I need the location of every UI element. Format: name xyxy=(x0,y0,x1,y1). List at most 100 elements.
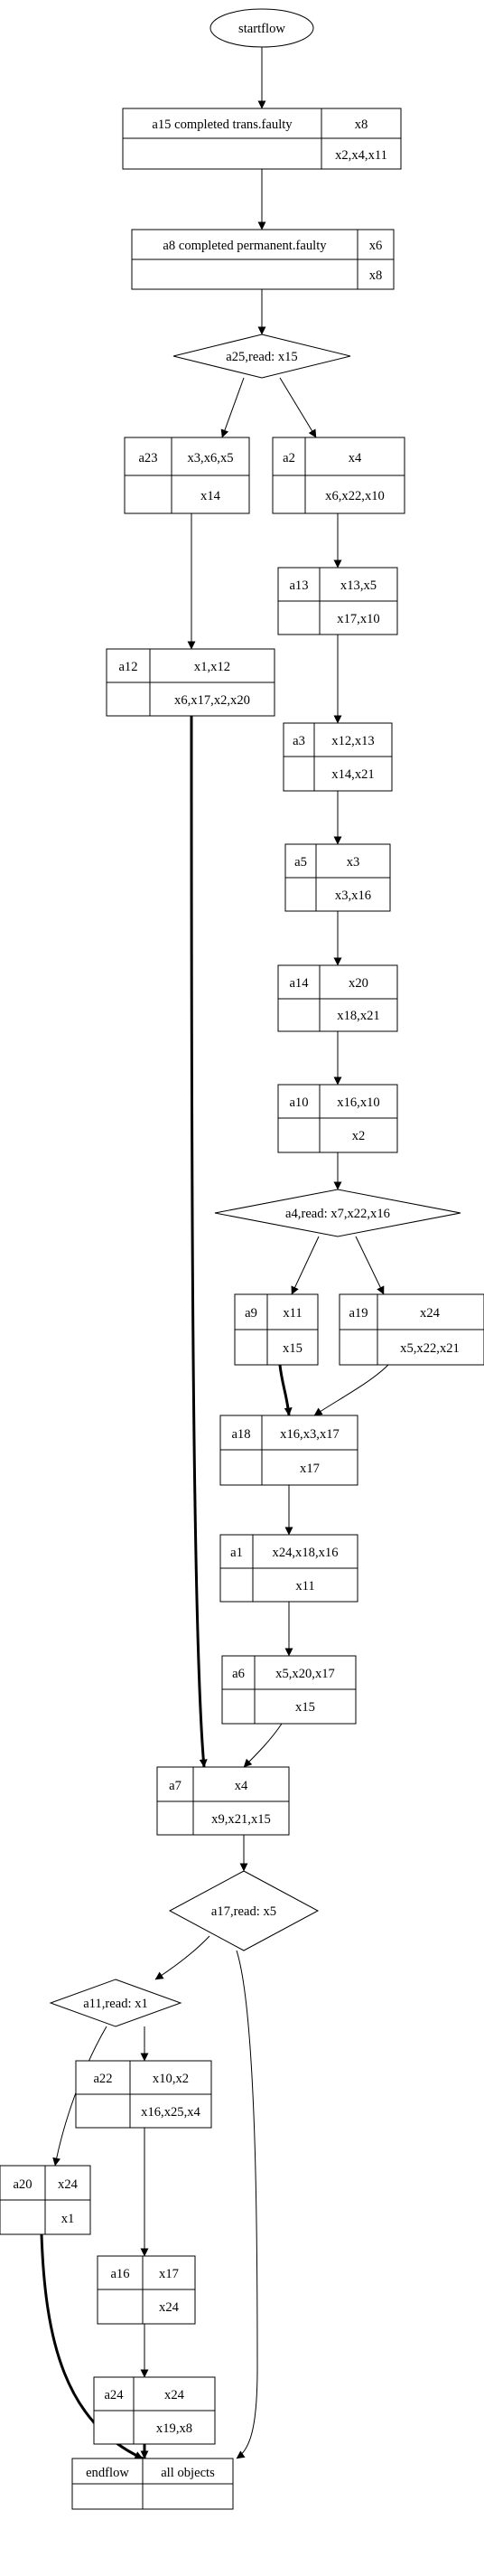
block-bottom-values: x6,x17,x2,x20 xyxy=(174,693,250,708)
block-a12: a12 x1,x12 x6,x17,x2,x20 xyxy=(106,648,275,717)
end-label-right: all objects xyxy=(161,2466,215,2480)
block-bottom-values: x8 xyxy=(369,268,383,283)
block-name: a6 xyxy=(232,1667,245,1681)
block-top-values: x3 xyxy=(347,855,360,870)
block-a16: a16 x17 x24 xyxy=(97,2255,196,2325)
block-top-values: x4 xyxy=(235,1779,248,1793)
block-bottom-values: x15 xyxy=(295,1700,315,1715)
block-top-values: x10,x2 xyxy=(153,2072,189,2086)
block-bottom-values: x24 xyxy=(159,2300,180,2315)
decision-a17: a17,read: x5 xyxy=(168,1870,320,1951)
block-top-values: x1,x12 xyxy=(194,660,230,674)
edge-a9-a18 xyxy=(278,1364,293,1416)
edge-a4-a9 xyxy=(291,1236,320,1295)
block-a6: a6 x5,x20,x17 x15 xyxy=(221,1655,357,1725)
block-name: a13 xyxy=(289,578,308,593)
block-a1: a1 x24,x18,x16 x11 xyxy=(219,1534,358,1603)
block-top-values: x20 xyxy=(349,976,368,991)
decision-label: a11,read: x1 xyxy=(83,1997,148,2011)
end-label-left: endflow xyxy=(86,2466,129,2480)
block-name: a10 xyxy=(289,1095,308,1110)
block-name: a23 xyxy=(138,451,157,465)
block-name: a2 xyxy=(283,451,295,465)
block-bottom-values: x11 xyxy=(295,1579,314,1594)
block-top-values: x4 xyxy=(349,451,362,465)
block-a15: a15 completed trans.faulty x8 x2,x4,x11 xyxy=(122,108,402,170)
block-a18: a18 x16,x3,x17 x17 xyxy=(219,1415,358,1486)
block-bottom-values: x5,x22,x21 xyxy=(400,1341,460,1356)
block-name: a18 xyxy=(231,1427,250,1442)
end-node: endflow all objects xyxy=(71,2458,234,2510)
block-a24: a24 x24 x19,x8 xyxy=(93,2376,216,2445)
block-name: a12 xyxy=(118,660,137,674)
block-name: a9 xyxy=(245,1306,257,1321)
block-bottom-values: x14,x21 xyxy=(331,767,374,782)
block-a10: a10 x16,x10 x2 xyxy=(277,1084,398,1153)
edge-a11-a20 xyxy=(52,2026,107,2167)
block-name: a7 xyxy=(169,1779,182,1793)
block-a3: a3 x12,x13 x14,x21 xyxy=(283,722,393,792)
block-a7: a7 x4 x9,x21,x15 xyxy=(156,1766,290,1836)
edge-a12-a7 xyxy=(190,715,208,1768)
edge-a17-all-objects xyxy=(236,1950,258,2459)
decision-diamond xyxy=(172,334,351,379)
block-top-values: x24 xyxy=(58,2177,79,2192)
edge-a25-a23 xyxy=(220,377,245,438)
edge-a17-a11 xyxy=(154,1935,210,1980)
block-name: a5 xyxy=(294,855,307,870)
block-a13: a13 x13,x5 x17,x10 xyxy=(277,567,398,635)
decision-label: a4,read: x7,x22,x16 xyxy=(285,1207,390,1221)
block-top-values: x24 xyxy=(164,2388,185,2402)
block-name: a19 xyxy=(349,1306,368,1321)
block-bottom-values: x17,x10 xyxy=(337,612,379,626)
block-name: a14 xyxy=(289,976,309,991)
block-top-values: x16,x3,x17 xyxy=(280,1427,340,1442)
decision-diamond xyxy=(214,1189,461,1237)
edge-a4-a19 xyxy=(355,1236,385,1295)
block-bottom-values: x9,x21,x15 xyxy=(211,1812,271,1827)
block-bottom-values: x18,x21 xyxy=(337,1009,379,1023)
start-ellipse xyxy=(209,8,314,48)
block-name: a3 xyxy=(293,734,305,748)
edge-a6-a7 xyxy=(243,1723,283,1768)
block-bottom-values: x2 xyxy=(352,1129,366,1143)
block-name: a22 xyxy=(93,2072,112,2086)
block-top-values: x17 xyxy=(159,2267,179,2281)
decision-diamond xyxy=(168,1870,320,1951)
decision-label: a25,read: x15 xyxy=(226,350,297,364)
block-top-values: x5,x20,x17 xyxy=(275,1667,335,1681)
edges xyxy=(40,47,389,2460)
block-top-values: x8 xyxy=(355,118,368,132)
start-label: startflow xyxy=(238,22,285,36)
block-bottom-values: x16,x25,x4 xyxy=(141,2105,200,2120)
block-a9: a9 x11 x15 xyxy=(234,1293,319,1366)
block-a20: a20 x24 x1 xyxy=(0,2165,91,2235)
block-name: a8 completed permanent.faulty xyxy=(163,239,327,253)
block-bottom-values: x14 xyxy=(200,489,221,503)
edge-a19-a18 xyxy=(313,1364,389,1416)
block-bottom-values: x15 xyxy=(283,1341,302,1356)
block-a8: a8 completed permanent.faulty x6 x8 xyxy=(131,229,395,290)
start-node: startflow xyxy=(209,8,314,48)
block-name: a15 completed trans.faulty xyxy=(152,118,293,132)
block-bottom-values: x3,x16 xyxy=(335,888,371,903)
block-a5: a5 x3 x3,x16 xyxy=(284,843,391,912)
block-bottom-values: x2,x4,x11 xyxy=(335,148,387,163)
decision-a4: a4,read: x7,x22,x16 xyxy=(214,1189,461,1237)
decision-a25: a25,read: x15 xyxy=(172,334,351,379)
edge-a25-a2 xyxy=(279,377,317,438)
block-name: a20 xyxy=(13,2177,32,2192)
block-a2: a2 x4 x6,x22,x10 xyxy=(272,437,405,514)
decision-label: a17,read: x5 xyxy=(211,1904,276,1919)
block-top-values: x6 xyxy=(369,239,383,253)
block-a14: a14 x20 x18,x21 xyxy=(277,964,398,1032)
block-bottom-values: x1 xyxy=(61,2212,75,2226)
decision-a11: a11,read: x1 xyxy=(49,1979,182,2027)
block-top-values: x13,x5 xyxy=(340,578,377,593)
block-name: a16 xyxy=(110,2267,129,2281)
block-top-values: x24 xyxy=(420,1306,441,1321)
block-a23: a23 x3,x6,x5 x14 xyxy=(124,437,250,514)
block-top-values: x24,x18,x16 xyxy=(273,1546,339,1560)
block-name: a1 xyxy=(230,1546,243,1560)
